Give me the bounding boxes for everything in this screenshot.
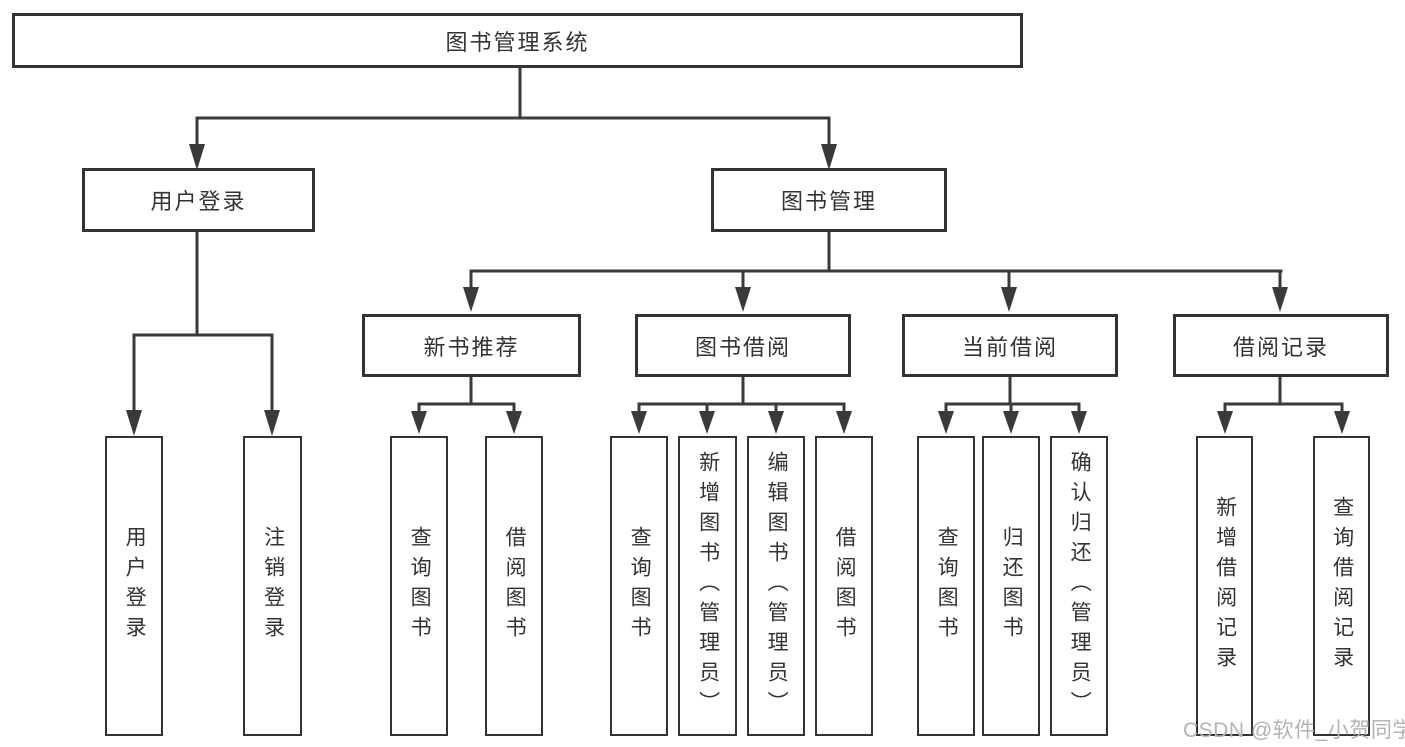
leaf-add-books-admin-label: 新增图书（管理员） (696, 451, 720, 721)
leaf-add-borrow-record: 新增借阅记录 (1196, 436, 1253, 736)
leaf-borrow-books-2: 借阅图书 (815, 436, 873, 736)
node-book-management: 图书管理 (711, 168, 947, 232)
leaf-query-books-1: 查询图书 (390, 436, 448, 736)
node-current-borrow: 当前借阅 (902, 314, 1118, 377)
leaf-borrow-books-1-label: 借阅图书 (503, 526, 527, 646)
leaf-query-books-1-label: 查询图书 (408, 526, 432, 646)
leaf-confirm-return-admin: 确认归还（管理员） (1050, 436, 1108, 736)
leaf-query-books-3-label: 查询图书 (935, 526, 959, 646)
leaf-query-books-3: 查询图书 (917, 436, 975, 736)
node-root: 图书管理系统 (12, 13, 1023, 68)
leaf-logout: 注销登录 (243, 436, 302, 736)
node-book-borrow: 图书借阅 (635, 314, 851, 377)
leaf-add-borrow-record-label: 新增借阅记录 (1213, 496, 1237, 676)
leaf-logout-label: 注销登录 (261, 526, 285, 646)
leaf-query-borrow-record-label: 查询借阅记录 (1330, 496, 1354, 676)
leaf-borrow-books-2-label: 借阅图书 (833, 526, 857, 646)
node-new-book-recommend: 新书推荐 (362, 314, 581, 377)
node-user-login: 用户登录 (82, 168, 315, 232)
leaf-confirm-return-admin-label: 确认归还（管理员） (1068, 451, 1092, 721)
leaf-query-borrow-record: 查询借阅记录 (1313, 436, 1370, 736)
leaf-query-books-2: 查询图书 (610, 436, 668, 736)
node-borrow-records: 借阅记录 (1173, 314, 1389, 377)
leaf-add-books-admin: 新增图书（管理员） (678, 436, 737, 736)
leaf-user-login: 用户登录 (105, 436, 163, 736)
leaf-query-books-2-label: 查询图书 (628, 526, 652, 646)
leaf-edit-books-admin: 编辑图书（管理员） (747, 436, 805, 736)
leaf-user-login-label: 用户登录 (123, 526, 147, 646)
leaf-return-books-label: 归还图书 (1000, 526, 1024, 646)
leaf-edit-books-admin-label: 编辑图书（管理员） (765, 451, 789, 721)
leaf-return-books: 归还图书 (982, 436, 1040, 736)
csdn-watermark: CSDN @软件_小贺同学 (1183, 719, 1405, 742)
leaf-borrow-books-1: 借阅图书 (485, 436, 543, 736)
